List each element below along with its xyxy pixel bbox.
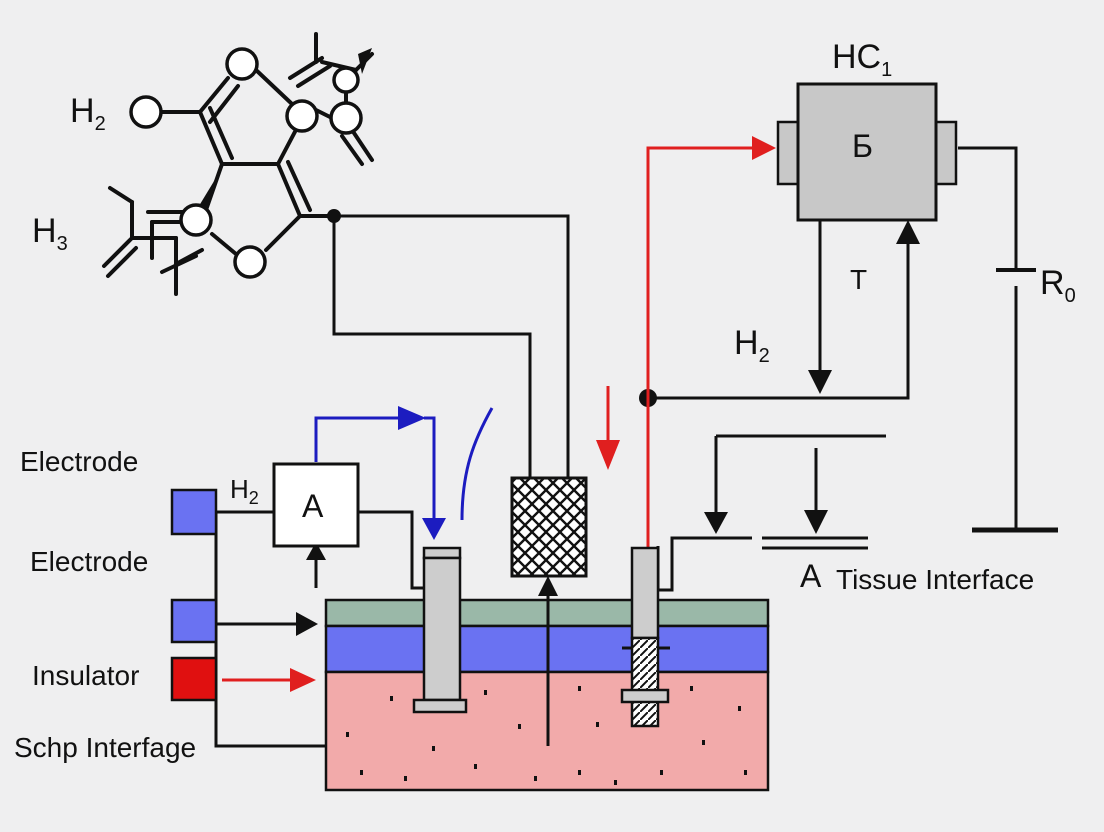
atom-node [233, 245, 267, 279]
probe-collar [620, 688, 670, 704]
label-electrode-2: Electrode [30, 546, 149, 577]
label-electrode-1: Electrode [20, 446, 139, 477]
atom-node [329, 101, 363, 135]
left-rod-cap [422, 546, 462, 560]
red-wires [222, 146, 760, 682]
label-tissue-interface: Tissue Interface [836, 564, 1035, 595]
label-box-b: Б [852, 128, 873, 164]
gray-box [796, 82, 938, 222]
tissue-speckles [346, 686, 747, 785]
atom-node [225, 47, 259, 81]
label-a-tissue: A [800, 558, 822, 594]
label-schp-interface: Schp Interfage [14, 732, 197, 763]
label-h2-amp: H2 [230, 474, 259, 508]
wedge-bond-small [358, 48, 372, 74]
box-right-tab [934, 120, 958, 186]
atom-nodes [129, 47, 363, 279]
red-arrowheads [290, 136, 776, 692]
box-left-tab [776, 120, 800, 186]
amplifier-box [272, 462, 360, 548]
insulator-square [170, 656, 218, 702]
blue-wires [314, 407, 494, 526]
right-probe-rod [630, 546, 660, 640]
label-amp-a: A [302, 488, 324, 524]
label-h3: H3 [32, 212, 68, 255]
atom-node [129, 95, 163, 129]
label-h2-mid: H2 [734, 324, 770, 367]
label-t: T [850, 264, 868, 295]
label-insulator: Insulator [32, 660, 140, 691]
mesh-electrode [510, 476, 588, 578]
left-electrode-rod [422, 556, 462, 702]
electrode-square-2 [170, 598, 218, 644]
atom-node [332, 66, 360, 94]
label-r0: R0 [1040, 264, 1076, 307]
label-hc1: HC1 [832, 38, 893, 81]
electrode-square-1 [170, 488, 218, 536]
black-arrowheads [296, 220, 920, 636]
probe-hatched-tip [630, 636, 660, 728]
left-rod-foot [412, 698, 468, 714]
atom-node [179, 203, 213, 237]
blue-arrowheads [398, 406, 446, 540]
label-h2-top: H2 [70, 92, 106, 135]
atom-node [285, 99, 319, 133]
